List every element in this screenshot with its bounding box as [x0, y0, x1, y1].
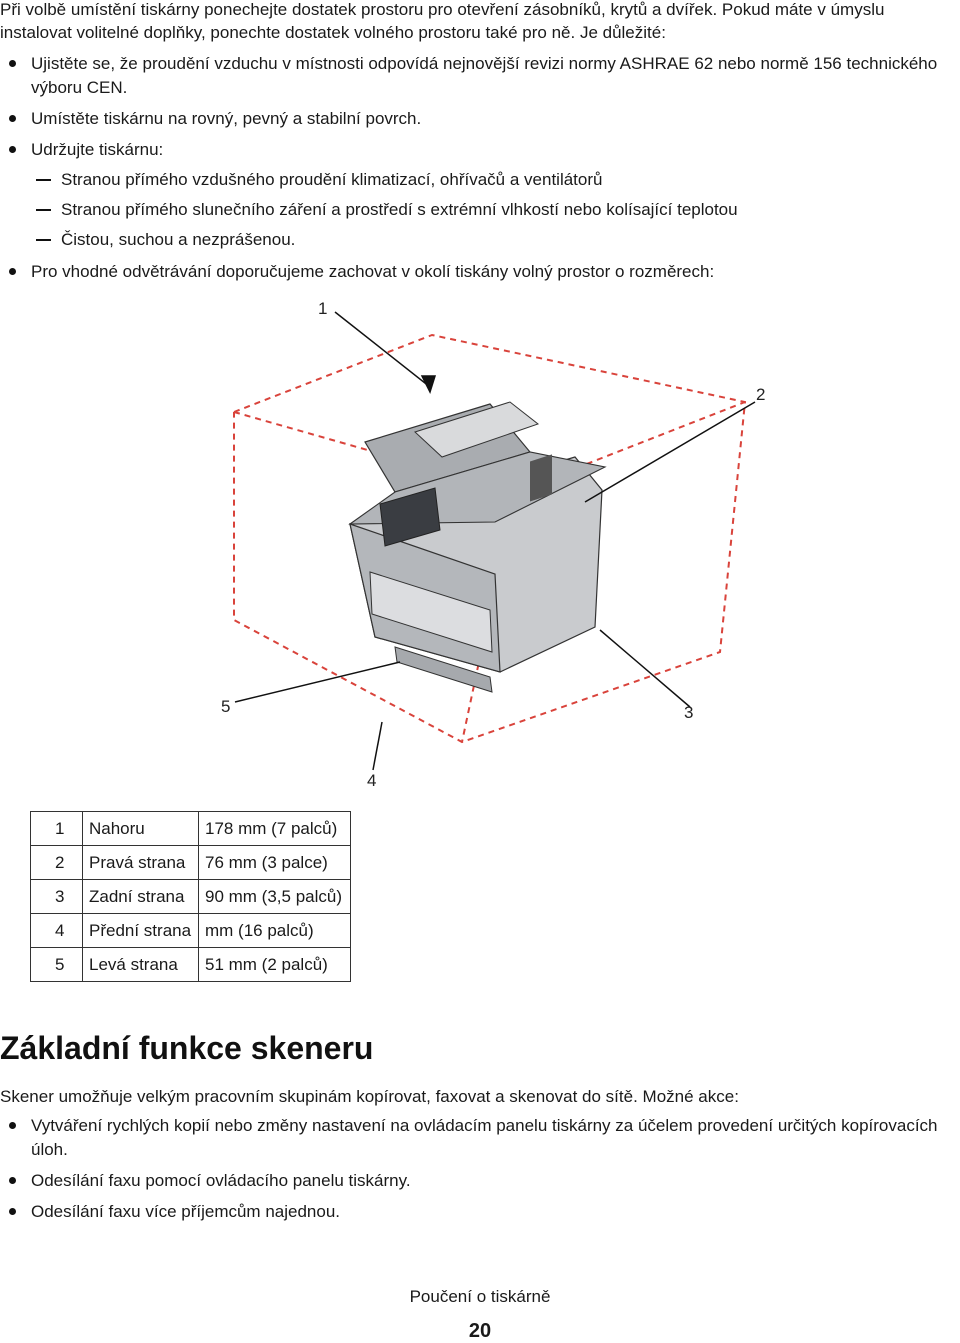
- list-item: Pro vhodné odvětrávání doporučujeme zach…: [0, 260, 940, 284]
- callout-2: 2: [756, 385, 765, 404]
- requirements-list: Ujistěte se, že proudění vzduchu v místn…: [0, 52, 940, 100]
- callout-1: 1: [318, 299, 327, 318]
- callout-leaders: [234, 311, 756, 771]
- clearance-table: 1 Nahoru 178 mm (7 palců) 2 Pravá strana…: [30, 811, 351, 982]
- bullet-icon: [9, 115, 16, 122]
- list-item: Stranou přímého vzdušného proudění klima…: [0, 165, 940, 195]
- list-item: Stranou přímého slunečního záření a pros…: [0, 195, 940, 225]
- dash-icon: [36, 179, 51, 181]
- list-item: Vytváření rychlých kopií nebo změny nast…: [0, 1114, 940, 1162]
- dash-icon: [36, 239, 51, 241]
- scanner-actions-list: Vytváření rychlých kopií nebo změny nast…: [0, 1114, 940, 1162]
- printer-clearance-figure: 1 2 3 4 5: [221, 299, 765, 790]
- bullet-icon: [9, 268, 16, 275]
- table-row: 4 Přední strana mm (16 palců): [30, 913, 351, 948]
- ventilation-list: Pro vhodné odvětrávání doporučujeme zach…: [0, 260, 940, 284]
- table-row: 2 Pravá strana 76 mm (3 palce): [30, 845, 351, 880]
- bullet-icon: [9, 1208, 16, 1215]
- printer-illustration: [348, 401, 607, 693]
- table-row: 3 Zadní strana 90 mm (3,5 palců): [30, 879, 351, 914]
- footer-title: Poučení o tiskárně: [409, 1287, 551, 1306]
- section-intro: Skener umožňuje velkým pracovním skupiná…: [0, 1087, 739, 1106]
- table-row: 5 Levá strana 51 mm (2 palců): [30, 947, 351, 982]
- list-item: Ujistěte se, že proudění vzduchu v místn…: [0, 52, 940, 100]
- list-item: Umístěte tiskárnu na rovný, pevný a stab…: [0, 107, 940, 131]
- list-item: Udržujte tiskárnu:: [0, 138, 940, 162]
- scanner-actions-list-2: Odesílání faxu pomocí ovládacího panelu …: [0, 1169, 940, 1193]
- requirements-list-2: Umístěte tiskárnu na rovný, pevný a stab…: [0, 107, 940, 131]
- list-item: Odesílání faxu pomocí ovládacího panelu …: [0, 1169, 940, 1193]
- bullet-icon: [9, 60, 16, 67]
- list-item: Čistou, suchou a nezprášenou.: [0, 225, 940, 255]
- bullet-icon: [9, 1122, 16, 1129]
- callout-4: 4: [367, 771, 376, 790]
- keep-printer-sublist: Stranou přímého vzdušného proudění klima…: [0, 165, 940, 255]
- dash-icon: [36, 209, 51, 211]
- table-row: 1 Nahoru 178 mm (7 palců): [30, 811, 351, 846]
- callout-3: 3: [684, 703, 693, 722]
- requirements-list-3: Udržujte tiskárnu:: [0, 138, 940, 162]
- callout-5: 5: [221, 697, 230, 716]
- bullet-icon: [9, 146, 16, 153]
- intro-paragraph: Při volbě umístění tiskárny ponechejte d…: [0, 0, 885, 42]
- bullet-icon: [9, 1177, 16, 1184]
- section-title: Základní funkce skeneru: [0, 1030, 374, 1066]
- list-item: Odesílání faxu více příjemcům najednou.: [0, 1200, 940, 1224]
- page-number: 20: [468, 1320, 492, 1342]
- scanner-actions-list-3: Odesílání faxu více příjemcům najednou.: [0, 1200, 940, 1224]
